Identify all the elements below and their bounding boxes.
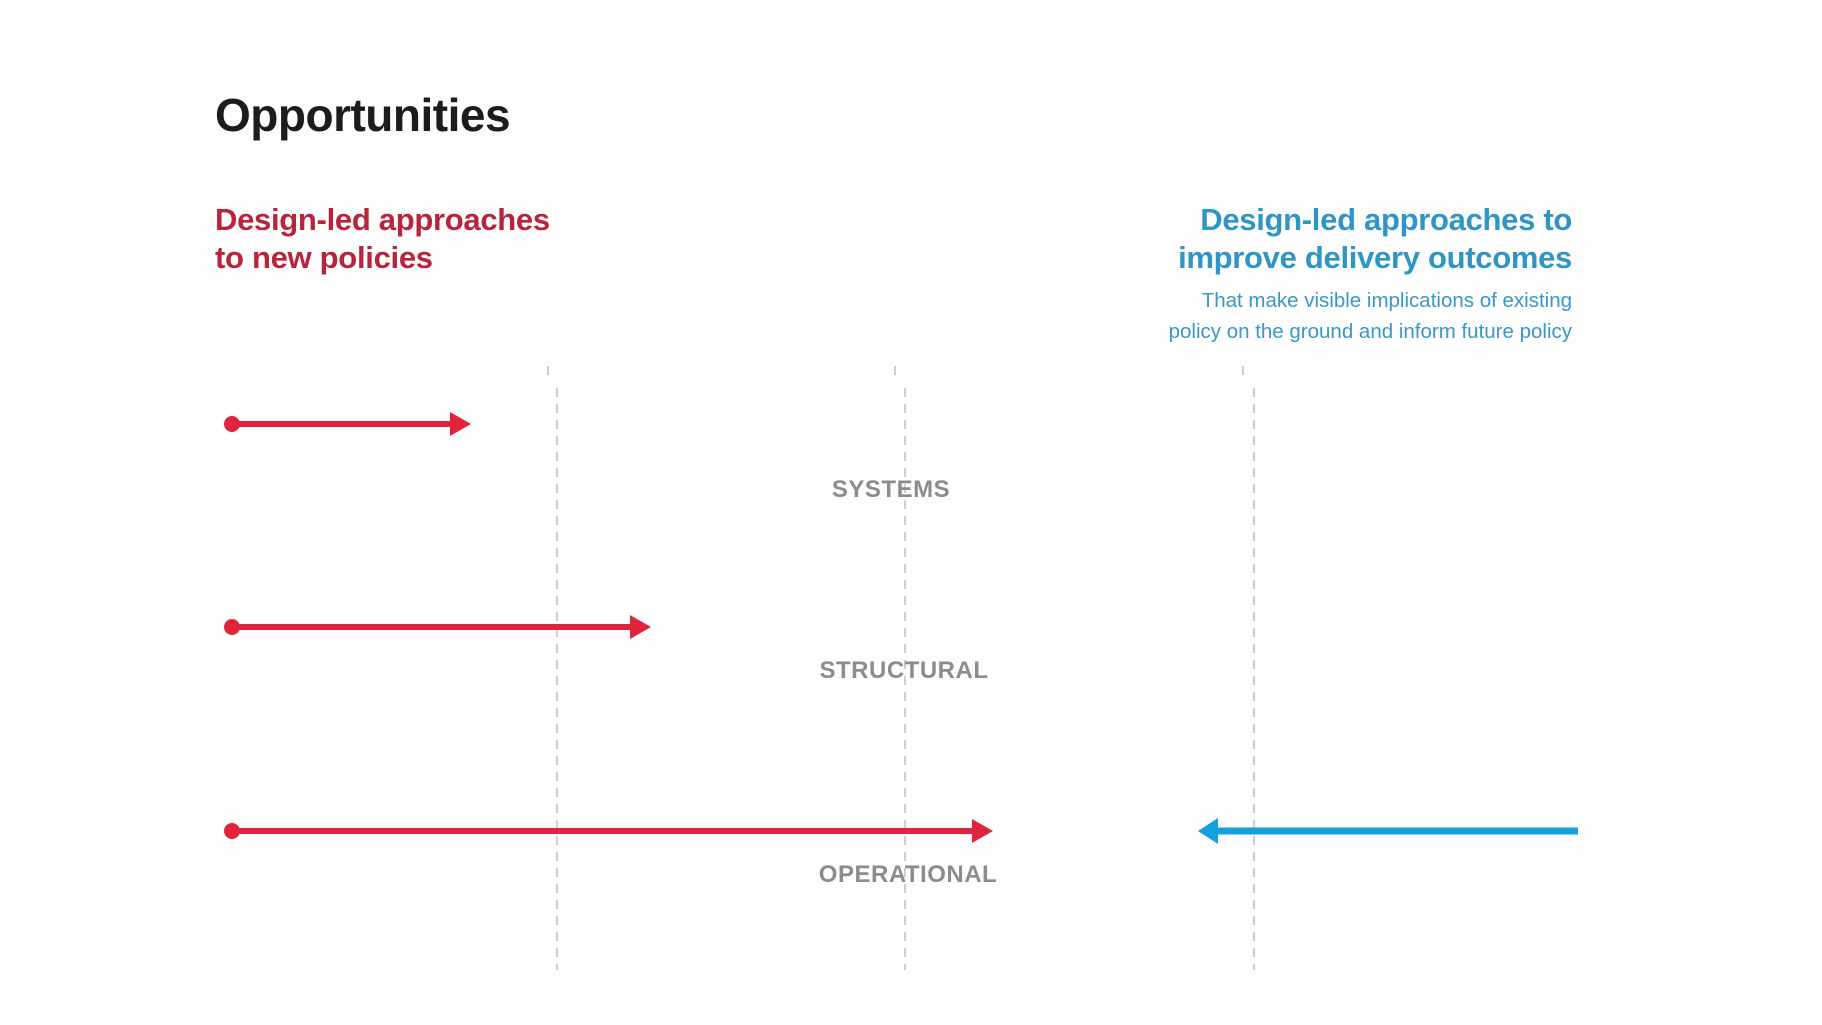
- level-label-systems: SYSTEMS: [831, 476, 951, 503]
- systems-arrow: [224, 412, 471, 436]
- structural-arrow: [224, 615, 651, 639]
- right-subheading-line-1: That make visible implications of existi…: [1201, 289, 1572, 312]
- column-dividers: [547, 366, 1255, 970]
- right-heading-line-1: Design-led approaches to: [1200, 202, 1572, 237]
- operational-arrow-blue: [1198, 818, 1578, 844]
- arrowhead-right-icon: [630, 615, 651, 639]
- right-subheading: That make visible implications of existi…: [1052, 285, 1572, 347]
- level-label-operational: OPERATIONAL: [818, 861, 998, 888]
- arrowhead-right-icon: [450, 412, 471, 436]
- page-title: Opportunities: [215, 89, 511, 141]
- operational-arrow-red: [224, 819, 993, 843]
- arrowhead-left-icon: [1198, 818, 1218, 844]
- left-heading-line-1: Design-led approaches: [215, 202, 550, 237]
- right-subheading-line-2: policy on the ground and inform future p…: [1168, 320, 1572, 343]
- right-heading-block: Design-led approaches to improve deliver…: [1052, 201, 1573, 347]
- level-label-structural: STRUCTURAL: [819, 657, 989, 684]
- left-heading-line-2: to new policies: [215, 240, 433, 275]
- right-heading-line-2: improve delivery outcomes: [1178, 240, 1572, 275]
- arrowhead-right-icon: [972, 819, 993, 843]
- right-heading: Design-led approaches to improve deliver…: [1052, 201, 1572, 277]
- left-heading: Design-led approaches to new policies: [215, 201, 635, 277]
